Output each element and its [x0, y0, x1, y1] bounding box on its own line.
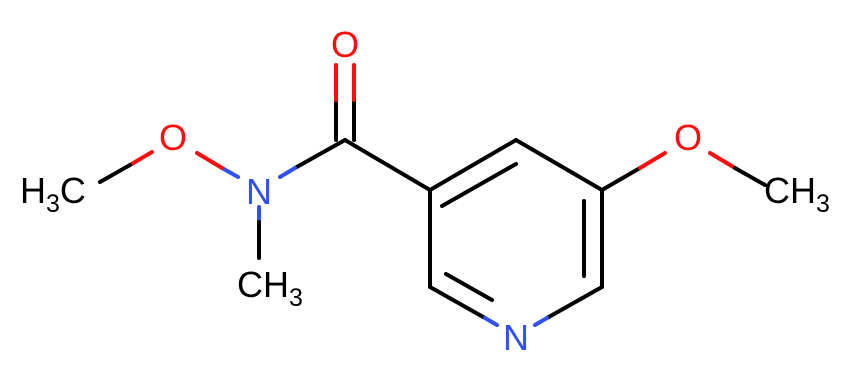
bond-c3-c4-double: [440, 162, 518, 208]
bond-c5-o: [600, 166, 642, 192]
bond-o-ch3: [98, 163, 132, 184]
bond-c3-carbonyl: [343, 138, 432, 192]
bond-c2-n1-double: [444, 272, 494, 302]
bond-c2-n1-n: [483, 316, 499, 327]
bond-c5-o-red: [638, 151, 667, 170]
bond-o-ch3-right-red: [708, 151, 737, 170]
bond-c6-n1: [545, 285, 604, 320]
carbonyl-oxygen-label: O: [331, 24, 359, 65]
ether-oxygen-left-label: O: [159, 117, 187, 158]
bond-carbonyl-n-blue: [278, 166, 297, 179]
ring-nitrogen-label: N: [503, 317, 529, 358]
bond-n-o-red: [195, 151, 224, 170]
bond-o-ch3-right: [733, 166, 767, 187]
methyl-left-label: H3C: [20, 170, 86, 218]
amide-nitrogen-label: N: [246, 171, 272, 212]
bond-c6-n1-n: [533, 316, 549, 327]
methyl-right-label: CH3: [764, 170, 830, 218]
ether-oxygen-right-label: O: [674, 117, 702, 158]
methyl-n-label: CH3: [237, 264, 303, 312]
bond-carbonyl-n: [293, 138, 347, 170]
bond-c2-n1: [428, 285, 487, 320]
bond-o-ch3-red: [128, 150, 154, 167]
bond-c3-c4: [428, 138, 518, 192]
bond-n-o-blue: [220, 166, 240, 179]
bond-c4-c5: [514, 138, 604, 192]
